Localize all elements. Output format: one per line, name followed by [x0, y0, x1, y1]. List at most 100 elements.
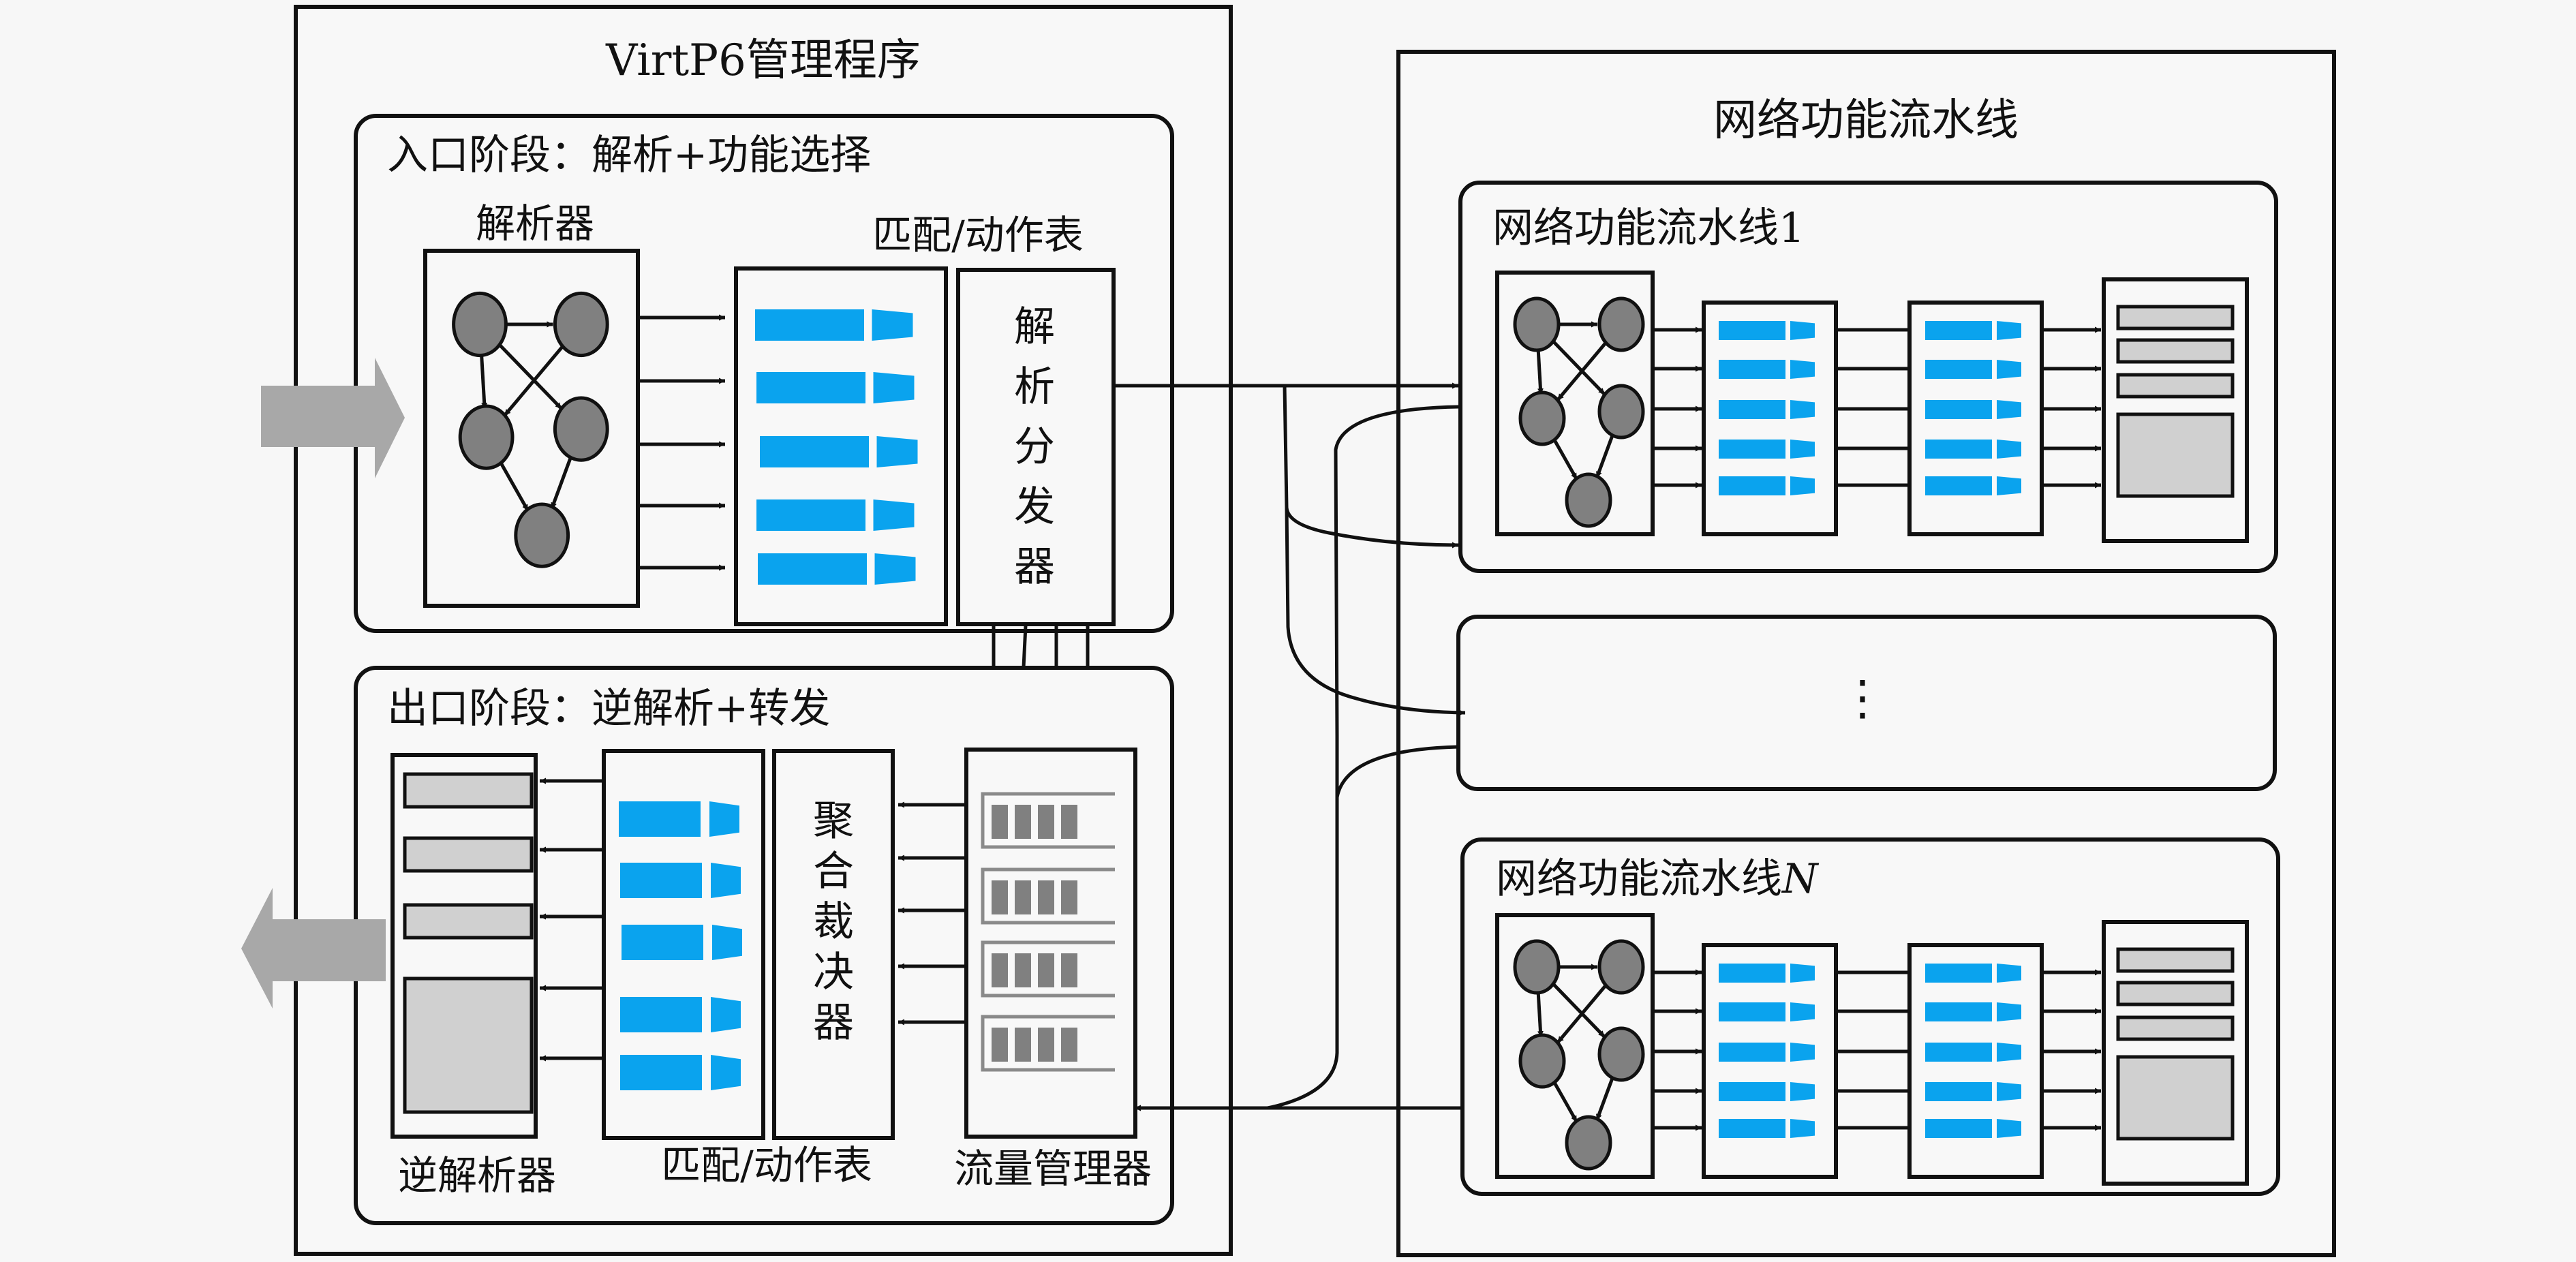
table-entry-icon	[619, 801, 701, 837]
table-entry-icon	[1719, 440, 1785, 459]
queued-packet-icon	[1038, 805, 1054, 839]
table-action-icon	[1790, 476, 1815, 495]
graph-edge	[1536, 989, 1544, 1038]
dispatcher-char: 发	[1014, 483, 1055, 531]
table-entry-icon	[1925, 400, 1992, 419]
pipeline-n-label-base: 网络功能流水线	[1496, 855, 1782, 903]
parse-node-icon	[1565, 472, 1612, 528]
table-entry-icon	[755, 309, 864, 341]
graph-edge	[1556, 983, 1608, 1044]
queue-icon	[981, 1015, 1115, 1072]
arbiter-char: 合	[813, 848, 854, 895]
queued-packet-icon	[992, 880, 1008, 914]
table-action-icon	[1790, 1119, 1815, 1138]
ingress-match-action-table	[734, 266, 948, 626]
deparser-label: 逆解析器	[398, 1152, 556, 1199]
table-action-icon	[1997, 1082, 2021, 1101]
parse-node-icon	[1518, 1033, 1566, 1089]
header-field-icon	[2116, 412, 2235, 498]
table-entry-icon	[1925, 1119, 1992, 1138]
queue-frame	[981, 792, 1115, 849]
parse-node-icon	[1518, 390, 1566, 446]
arbiter-char: 器	[813, 999, 854, 1047]
graph-edge	[1552, 437, 1578, 480]
dispatcher-char: 析	[1014, 363, 1055, 411]
header-field-icon	[403, 903, 534, 940]
table-entry-icon	[1719, 321, 1785, 340]
table-action-icon	[874, 553, 916, 585]
header-field-icon	[403, 772, 534, 809]
graph-edge	[1595, 433, 1615, 479]
table-entry-icon	[620, 997, 702, 1032]
dispatcher-char: 器	[1014, 543, 1055, 591]
queue-frame	[981, 1015, 1115, 1072]
table-action-icon	[711, 1055, 741, 1090]
arbiter-box	[772, 749, 895, 1140]
header-field-icon	[2116, 305, 2235, 330]
table-entry-icon	[1719, 476, 1785, 495]
queued-packet-icon	[1015, 1028, 1031, 1062]
table-action-icon	[1997, 964, 2021, 983]
dispatch-to-pipeline-n	[1285, 507, 1466, 716]
queued-packet-icon	[1061, 1028, 1077, 1062]
header-field-icon	[403, 976, 534, 1114]
table-entry-icon	[756, 372, 865, 403]
return-from-pipeline-mid	[1335, 745, 1459, 798]
table-entry-icon	[760, 436, 869, 467]
table-entry-icon	[1925, 964, 1992, 983]
queue-frame	[981, 940, 1115, 998]
input-arrow-icon	[261, 358, 405, 478]
table-action-icon	[1790, 440, 1815, 459]
parse-node-icon	[553, 396, 609, 462]
graph-edge	[497, 343, 563, 410]
table-entry-icon	[1925, 476, 1992, 495]
graph-edge	[550, 454, 574, 510]
graph-edge	[1551, 339, 1606, 396]
table-action-icon	[1997, 321, 2021, 340]
table-action-icon	[873, 372, 915, 403]
parse-node-icon	[458, 404, 515, 470]
table-entry-icon	[620, 1055, 702, 1090]
header-field-icon	[2116, 1055, 2235, 1141]
table-entry-icon	[1719, 964, 1785, 983]
output-arrow-icon	[241, 888, 386, 1009]
pipeline-ellipsis: ⋮	[1839, 670, 1886, 726]
pipeline-1-box	[1458, 181, 2278, 573]
table-entry-icon	[620, 863, 702, 898]
table-entry-icon	[1719, 360, 1785, 379]
table-entry-icon	[1719, 1082, 1785, 1101]
table-entry-icon	[758, 553, 867, 585]
header-field-icon	[2116, 373, 2235, 399]
table-entry-icon	[1925, 1082, 1992, 1101]
queued-packet-icon	[1015, 953, 1031, 987]
table-action-icon	[1997, 400, 2021, 419]
table-action-icon	[1790, 1082, 1815, 1101]
header-field-icon	[2116, 981, 2235, 1006]
egress-match-action-table	[602, 749, 765, 1140]
egress-match-action-label: 匹配/动作表	[661, 1142, 872, 1188]
table-action-icon	[711, 997, 741, 1032]
parse-node-icon	[1597, 296, 1645, 352]
table-action-icon	[1997, 476, 2021, 495]
pipeline-n-label-suffix: N	[1781, 855, 1820, 903]
table-action-icon	[1997, 440, 2021, 459]
queue-icon	[981, 792, 1115, 849]
parse-node-icon	[1597, 384, 1645, 440]
graph-edge	[1536, 347, 1544, 395]
header-field-icon	[2116, 1015, 2235, 1041]
table-entry-icon	[622, 925, 703, 960]
arbiter-char: 决	[813, 949, 854, 996]
graph-edge	[1552, 1080, 1578, 1123]
queued-packet-icon	[1015, 805, 1031, 839]
queued-packet-icon	[1061, 805, 1077, 839]
pipeline-1-label: 网络功能流水线1	[1492, 204, 1805, 252]
table-entry-icon	[1719, 1002, 1785, 1021]
table-action-icon	[1997, 360, 2021, 379]
parser-label: 解析器	[476, 200, 594, 247]
queued-packet-icon	[1015, 880, 1031, 914]
table-entry-icon	[1719, 400, 1785, 419]
table-entry-icon	[1719, 1119, 1785, 1138]
